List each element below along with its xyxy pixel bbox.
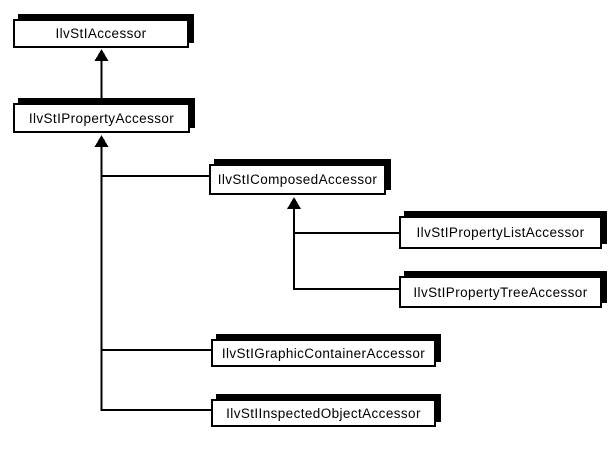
class-node-ilvstipropertylistaccessor[interactable]: IlvStIPropertyListAccessor <box>399 216 602 249</box>
class-node-label: IlvStIGraphicContainerAccessor <box>221 345 426 361</box>
class-node-ilvsticomposedaccessor[interactable]: IlvStIComposedAccessor <box>209 164 386 195</box>
class-node-label: IlvStIPropertyListAccessor <box>416 225 585 240</box>
class-node-ilvstiinspectedobjectaccessor[interactable]: IlvStIInspectedObjectAccessor <box>211 399 436 427</box>
class-node-label: IlvStIPropertyAccessor <box>28 110 175 126</box>
arrowhead-up-icon <box>94 49 109 61</box>
arrowhead-up-icon <box>287 197 301 209</box>
class-node-ilvstigraphiccontaineraccessor[interactable]: IlvStIGraphicContainerAccessor <box>211 339 436 367</box>
class-node-ilvstiaccessor[interactable]: IlvStIAccessor <box>13 19 189 48</box>
class-node-label: IlvStIInspectedObjectAccessor <box>226 405 421 421</box>
class-node-label: IlvStIPropertyTreeAccessor <box>413 284 588 300</box>
class-node-ilvstipropertytreeaccessor[interactable]: IlvStIPropertyTreeAccessor <box>399 276 602 308</box>
arrowhead-up-icon <box>94 135 109 147</box>
class-node-label: IlvStIAccessor <box>55 26 147 41</box>
class-node-ilvstipropertyaccessor[interactable]: IlvStIPropertyAccessor <box>13 103 190 133</box>
class-node-label: IlvStIComposedAccessor <box>217 172 378 187</box>
